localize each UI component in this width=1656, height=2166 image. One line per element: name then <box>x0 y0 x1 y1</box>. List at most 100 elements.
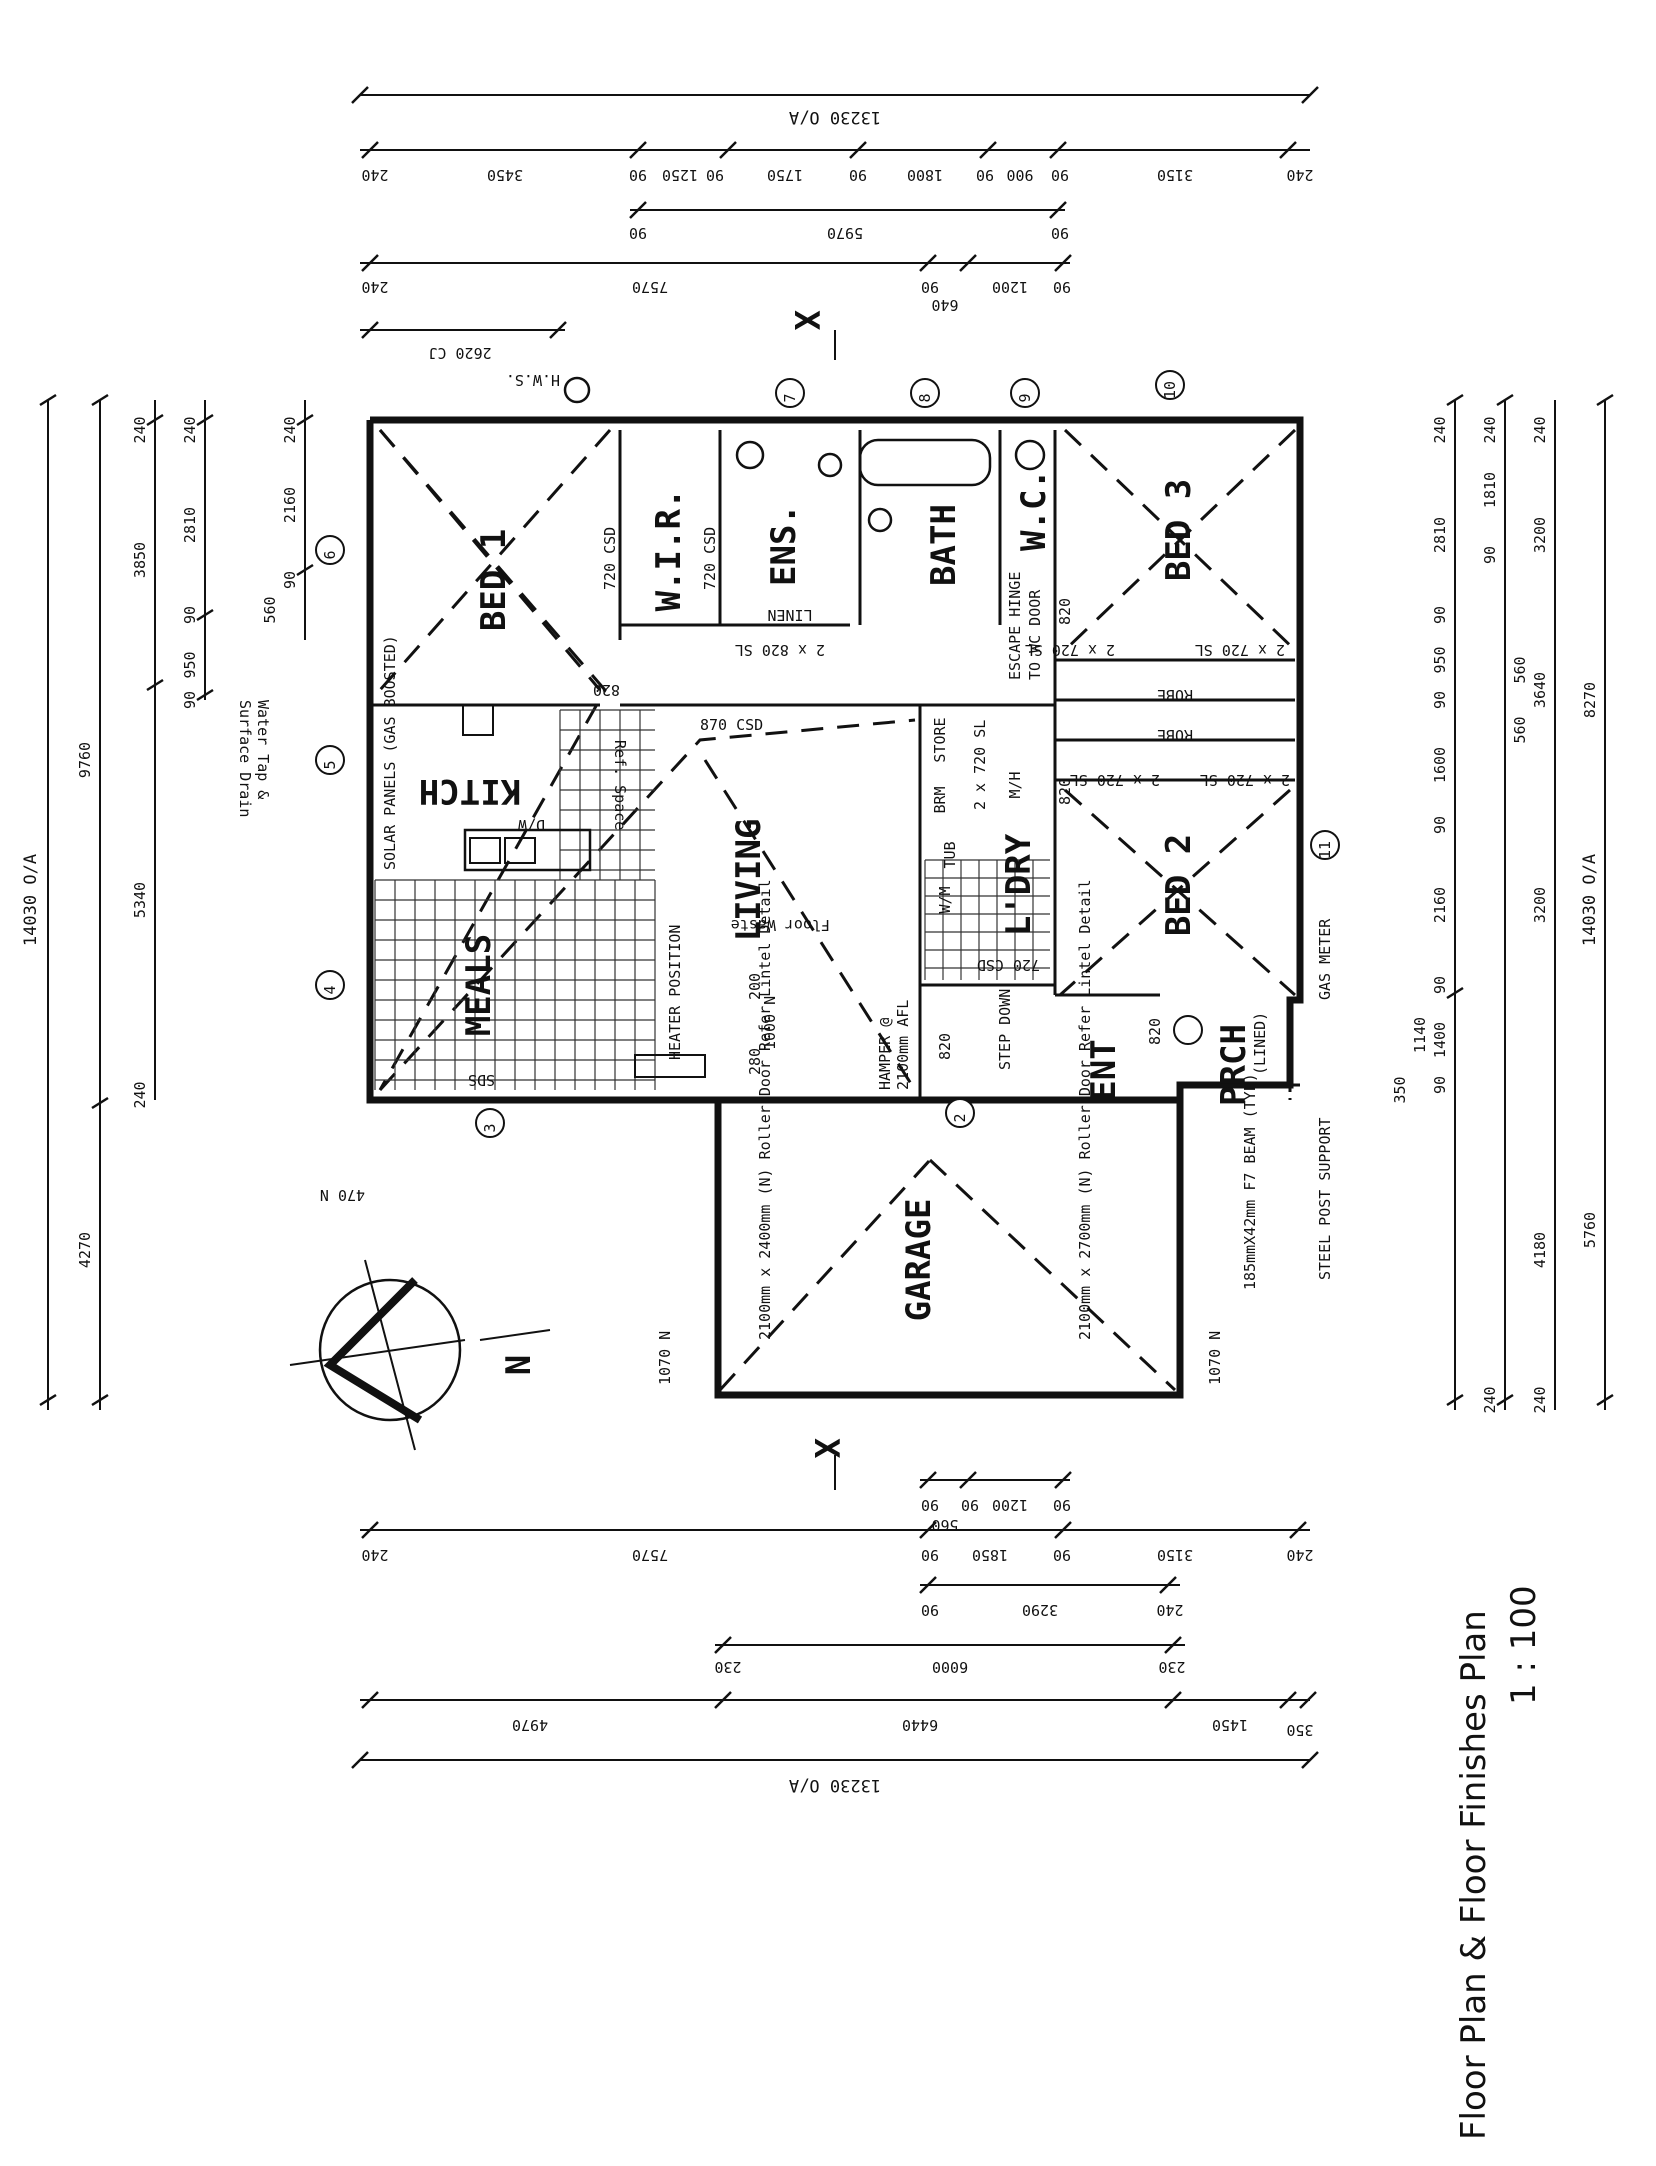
room-labels: BED 1 W.I.R. ENS. BATH W.C. BED 3 KITCH … <box>419 469 1254 1321</box>
note-roller-left: 2100mm x 2400mm (N) Roller Door Refer Li… <box>756 879 774 1340</box>
room-bath: BATH <box>924 504 964 586</box>
room-bed1: BED 1 <box>474 529 514 631</box>
note-beam: 185mmX42mm F7 BEAM (TYP) <box>1241 1073 1259 1290</box>
dim-top-r2-3: 1250 <box>662 166 698 184</box>
grid-bubble-4: 4 <box>321 985 339 994</box>
dim-top-r2-6: 90 <box>849 166 867 184</box>
room-garage: GARAGE <box>899 1199 939 1322</box>
dim-right-d11: 1140 <box>1411 1017 1429 1053</box>
note-1070n-a: 1070 N <box>656 1331 674 1385</box>
dim-right-b1: 3200 <box>1531 517 1549 553</box>
top-dimension-strings: 13230 O/A 240 3450 90 1250 90 1750 90 18… <box>351 86 1319 362</box>
dim-top-r2-5: 1750 <box>767 166 803 184</box>
surface-drain-note: Surface Drain <box>236 700 254 817</box>
dim-top-r4-4: 1200 <box>992 278 1028 296</box>
dim-bottom-r3-0: 90 <box>921 1601 939 1619</box>
grid-bubbles: 1 2 3 4 5 6 7 8 9 10 11 <box>315 370 1340 1138</box>
dim-right-d1: 2810 <box>1431 517 1449 553</box>
note-sds: SDS <box>468 1071 495 1089</box>
dim-bottom-r1-4: 560 <box>931 1516 958 1534</box>
room-mh: M/H <box>1006 771 1024 798</box>
dim-left-d0: 240 <box>281 416 299 443</box>
dim-left-b0: 240 <box>131 416 149 443</box>
dim-right-a1: 5760 <box>1581 1212 1599 1248</box>
dim-right-d8: 90 <box>1431 976 1449 994</box>
dim-bottom-r1-3: 90 <box>1053 1496 1071 1514</box>
note-sl-2x720-a: 2 x 720 SL <box>1025 641 1115 659</box>
note-470n: 470 N <box>320 1186 365 1204</box>
dim-top-r2-0: 240 <box>361 166 388 184</box>
grid-bubble-3: 3 <box>481 1123 499 1132</box>
dim-bottom-r3-2: 240 <box>1156 1601 1183 1619</box>
hws-symbol <box>563 376 591 404</box>
north-point: N <box>289 1259 551 1451</box>
tile-grid <box>374 709 1050 1090</box>
room-meals: MEALS <box>459 934 499 1036</box>
note-1000n: 1000 N <box>761 996 779 1050</box>
dim-right-overall: 14030 O/A <box>1580 854 1600 946</box>
dim-top-r3-0: 90 <box>629 224 647 242</box>
dim-right-d7: 2160 <box>1431 887 1449 923</box>
dim-right-b6: 4180 <box>1531 1232 1549 1268</box>
note-280: 280 <box>746 1048 764 1075</box>
room-robe-a: ROBE <box>1157 686 1193 704</box>
room-diagonals <box>378 428 1297 1392</box>
dim-right-d5: 1600 <box>1431 747 1449 783</box>
room-ldry: L'DRY <box>999 833 1039 936</box>
note-door-820-e: 820 <box>1146 1018 1164 1045</box>
dim-right-d3: 950 <box>1431 646 1449 673</box>
dim-right-c3: 240 <box>1481 1386 1499 1413</box>
section-x-top: X <box>786 310 826 331</box>
dim-top-r2-4: 90 <box>706 166 724 184</box>
drawing-title: Floor Plan & Floor Finishes Plan <box>1454 1610 1494 2140</box>
dim-top-r2-1: 3450 <box>487 166 523 184</box>
dim-top-r4-0: 240 <box>361 278 388 296</box>
dim-bottom-r2-3: 1850 <box>972 1546 1008 1564</box>
dim-left-c3: 950 <box>181 651 199 678</box>
dim-right-b5: 3200 <box>1531 887 1549 923</box>
room-living: LIVING <box>729 819 769 942</box>
section-x-bottom: X <box>806 1438 846 1459</box>
note-escape-2: TO WC DOOR <box>1026 589 1044 680</box>
note-1070n-b: 1070 N <box>1206 1331 1224 1385</box>
dim-right-c2: 90 <box>1481 546 1499 564</box>
dim-right-c1: 1810 <box>1481 472 1499 508</box>
dim-bottom-r1-2: 1200 <box>992 1496 1028 1514</box>
dim-top-r2-11: 3150 <box>1157 166 1193 184</box>
dim-bottom-r2-1: 7570 <box>632 1546 668 1564</box>
bottom-dimension-strings: 90 90 1200 90 560 240 7570 90 1850 90 31… <box>351 1471 1319 1795</box>
note-escape: ESCAPE HINGE <box>1006 572 1024 680</box>
dim-left-b3: 240 <box>131 1081 149 1108</box>
room-tub: TUB <box>941 841 959 868</box>
dim-right-b0: 240 <box>1531 416 1549 443</box>
dim-right-d2: 90 <box>1431 606 1449 624</box>
note-roller-right: 2100mm x 2700mm (N) Roller Door Refer Li… <box>1076 879 1094 1340</box>
grid-bubble-10: 10 <box>1161 381 1179 399</box>
dim-bottom-r5-2: 1450 <box>1212 1716 1248 1734</box>
building-outline <box>366 416 1304 1399</box>
note-door-820-d: 820 <box>936 1033 954 1060</box>
dim-right-a0: 8270 <box>1581 682 1599 718</box>
dim-bottom-r2-4: 90 <box>1053 1546 1071 1564</box>
note-hamper: HAMPER @ <box>876 1018 894 1090</box>
dim-top-r2-7: 1800 <box>907 166 943 184</box>
dim-top-r4-2: 90 <box>921 278 939 296</box>
note-csd-720-b: 720 CSD <box>701 527 719 590</box>
dim-left-d1: 2160 <box>281 487 299 523</box>
note-dw: D/W <box>517 816 545 834</box>
room-ens: ENS. <box>764 504 804 586</box>
dim-right-b2: 3640 <box>1531 672 1549 708</box>
dim-top-r2-12: 240 <box>1286 166 1313 184</box>
dim-bottom-overall: 13230 O/A <box>789 1775 881 1795</box>
dim-bottom-r3-1: 3290 <box>1022 1601 1058 1619</box>
grid-bubble-8: 8 <box>916 393 934 402</box>
dim-left-c1: 2810 <box>181 507 199 543</box>
dim-right-d10: 90 <box>1431 1076 1449 1094</box>
dim-right-b3: 560 <box>1511 656 1529 683</box>
room-bed2: BED 2 <box>1159 834 1199 936</box>
room-wm: W/M <box>936 886 954 913</box>
room-entry: ENT <box>1084 1039 1124 1100</box>
dim-bottom-r2-5: 3150 <box>1157 1546 1193 1564</box>
dim-top-overall: 13230 O/A <box>789 107 881 127</box>
